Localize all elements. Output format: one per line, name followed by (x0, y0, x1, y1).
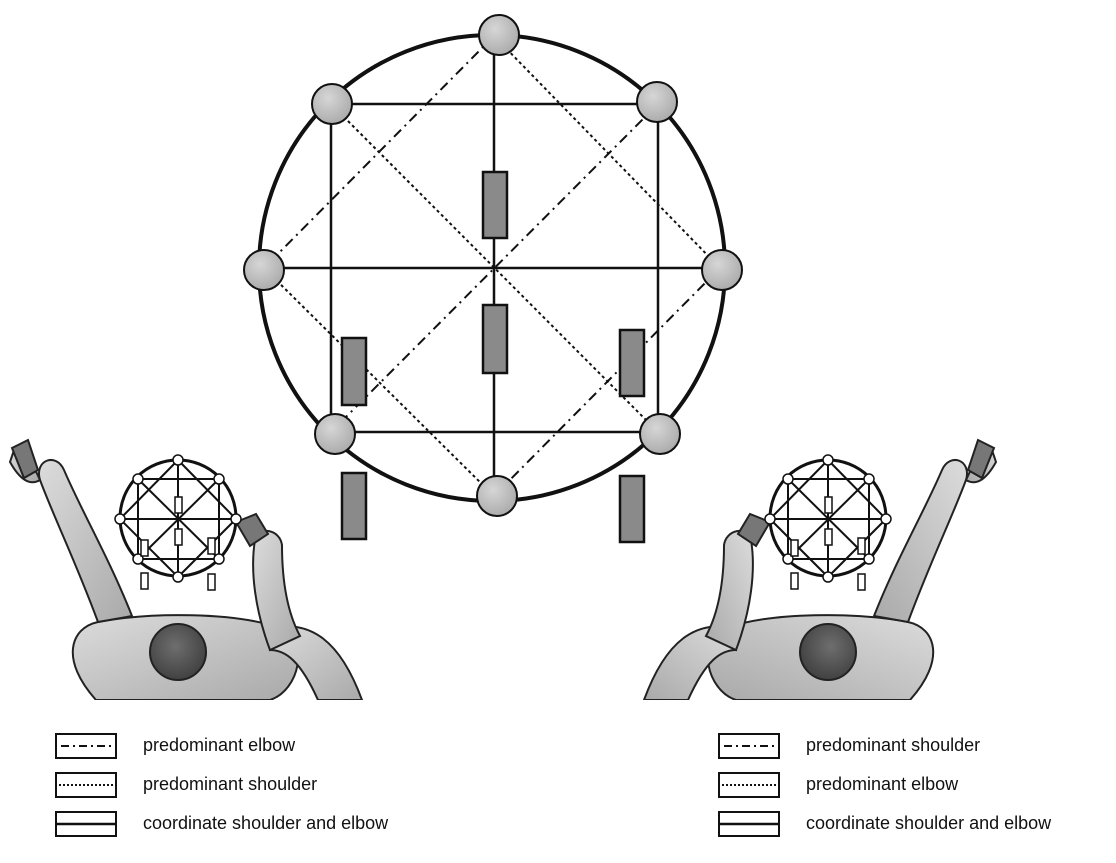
bar (620, 476, 644, 542)
legend-item: predominant elbow (55, 733, 475, 767)
legend-label: coordinate shoulder and elbow (143, 813, 388, 834)
bar (342, 338, 366, 405)
target (640, 414, 680, 454)
reaching-diagram (0, 0, 1116, 700)
head (150, 624, 206, 680)
target (312, 84, 352, 124)
legend-label: coordinate shoulder and elbow (806, 813, 1051, 834)
solid-swatch-icon (55, 811, 117, 837)
head (800, 624, 856, 680)
dashdot-swatch-icon (55, 733, 117, 759)
arm-upper (874, 460, 967, 622)
workspace-small-left (115, 455, 241, 590)
workspace-small-right (765, 455, 891, 590)
solid-swatch-icon (718, 811, 780, 837)
legend-item: coordinate shoulder and elbow (55, 811, 475, 845)
legend-item: predominant shoulder (718, 733, 1116, 767)
legend-label: predominant elbow (806, 774, 958, 795)
target (244, 250, 284, 290)
target (477, 476, 517, 516)
target (702, 250, 742, 290)
dotted-swatch-icon (55, 772, 117, 798)
dotted-swatch-icon (718, 772, 780, 798)
target (479, 15, 519, 55)
bar (342, 473, 366, 539)
bar (620, 330, 644, 396)
legend-item: predominant elbow (718, 772, 1116, 806)
target (315, 414, 355, 454)
legend-label: predominant shoulder (143, 774, 317, 795)
workspace-large (244, 15, 742, 542)
legend-label: predominant elbow (143, 735, 295, 756)
bar (483, 172, 507, 238)
legend-right: predominant shoulder predominant elbow c… (718, 733, 1116, 845)
legend-left: predominant elbow predominant shoulder c… (55, 733, 475, 845)
target (637, 82, 677, 122)
legend-label: predominant shoulder (806, 735, 980, 756)
dashdot-swatch-icon (718, 733, 780, 759)
legend-item: predominant shoulder (55, 772, 475, 806)
legend-item: coordinate shoulder and elbow (718, 811, 1116, 845)
left-upper-arm (39, 460, 132, 622)
bar (483, 305, 507, 373)
